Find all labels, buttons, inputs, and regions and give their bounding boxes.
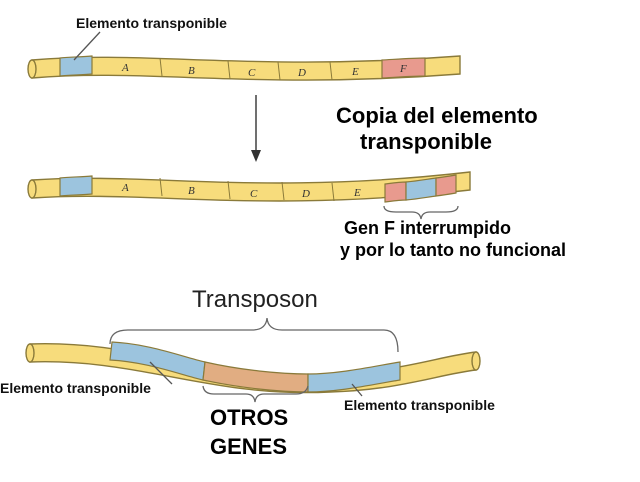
other-genes-label-line2: GENES (210, 434, 287, 459)
other-genes-bracket (202, 385, 309, 403)
other-genes-segment (202, 361, 309, 393)
gene-separators-1 (91, 56, 383, 81)
interrupted-gene-bracket (383, 205, 459, 220)
transposable-element-label-1: Elemento transponible (76, 15, 227, 31)
label-pointer-1 (73, 31, 101, 61)
transposon-bracket (109, 317, 399, 353)
inserted-transposable-copy (405, 177, 437, 201)
right-element-label: Elemento transponible (344, 397, 495, 413)
copy-label-line1: Copia del elemento (336, 103, 538, 128)
gene-letter: B (188, 185, 195, 197)
left-element-label: Elemento transponible (0, 380, 151, 396)
transposon-right-element (307, 361, 401, 393)
gene-f-left-part (384, 181, 407, 203)
left-element-pointer (149, 361, 173, 385)
gene-letter: D (301, 188, 310, 200)
gene-letter: A (121, 182, 129, 194)
gene-letter: D (297, 67, 306, 79)
gene-letter: E (353, 187, 361, 199)
transposable-element-1 (59, 55, 93, 77)
transposon-label: Transposon (192, 286, 318, 313)
gene-letter: C (250, 188, 258, 200)
gene-f-segment (381, 57, 426, 79)
gene-letter: A (121, 62, 129, 74)
gene-letter: E (351, 66, 359, 78)
interrupted-gene-label-line2: y por lo tanto no funcional (340, 240, 566, 260)
gene-letter: C (248, 67, 256, 79)
panel-original-chromosome: A B C D E F Elemento transponible (27, 15, 461, 81)
gene-f-right-part (435, 174, 457, 197)
gene-separators-2 (91, 176, 386, 202)
transposable-element-2 (59, 175, 93, 197)
gene-letter: B (188, 65, 195, 77)
chromosome-1-left-cap (27, 59, 37, 79)
right-element-pointer (351, 383, 363, 397)
chromosome-3-right-cap (471, 351, 481, 371)
panel-interrupted-chromosome: A B C D E Copia del elemento transponibl… (27, 103, 566, 260)
gene-letter: F (399, 63, 407, 75)
other-genes-label-line1: OTROS (210, 405, 288, 430)
down-arrow (251, 95, 261, 162)
chromosome-3-left-cap (25, 343, 35, 363)
interrupted-gene-label-line1: Gen F interrumpido (344, 218, 511, 238)
chromosome-2-left-cap (27, 179, 37, 199)
panel-transposon: Transposon Elemento transponible Element… (0, 286, 495, 459)
chromosome-2 (31, 171, 471, 202)
copy-label-line2: transponible (360, 129, 492, 154)
chromosome-1 (31, 55, 461, 81)
